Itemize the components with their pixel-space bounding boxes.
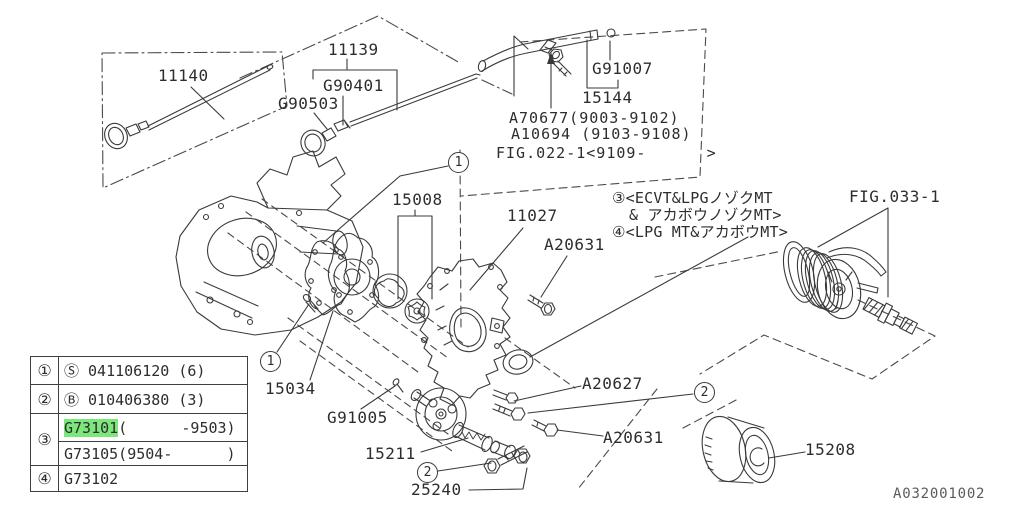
legend-callout-3: ③ bbox=[31, 414, 59, 465]
label-25240: 25240 bbox=[411, 480, 462, 499]
relief-bolt-drawing bbox=[483, 445, 528, 474]
pulley-fitting-drawing bbox=[862, 297, 919, 335]
label-11027: 11027 bbox=[507, 206, 558, 225]
label-a20631-lower: A20631 bbox=[603, 428, 664, 447]
dowel-pin-drawing bbox=[396, 383, 404, 393]
legend-part-3a-range: ( -9503) bbox=[118, 418, 236, 437]
cover-bolts-drawing bbox=[492, 294, 559, 437]
callout-2-relief: 2 bbox=[417, 462, 438, 483]
label-15211: 15211 bbox=[365, 444, 416, 463]
label-fig033: FIG.033-1 bbox=[849, 187, 941, 206]
pump-gasket-drawing bbox=[304, 240, 350, 316]
callout-2-bolt: 2 bbox=[694, 382, 715, 403]
rotor-set-drawing bbox=[372, 209, 433, 324]
label-15034: 15034 bbox=[265, 379, 316, 398]
callout-1-pump: 1 bbox=[260, 351, 281, 372]
filler-tube-drawing bbox=[477, 28, 616, 77]
bolt-a20631-lower-drawing bbox=[531, 419, 559, 437]
engine-block-drawing bbox=[175, 150, 364, 336]
label-15008: 15008 bbox=[392, 190, 443, 209]
leader-lines bbox=[190, 35, 889, 491]
legend-part-2: Ⓑ 010406380 (3) bbox=[64, 390, 206, 409]
legend-row-4: ④ G73102 bbox=[31, 466, 247, 491]
label-g90503: G90503 bbox=[278, 94, 339, 113]
label-a20627: A20627 bbox=[582, 374, 643, 393]
callout-1-screw: 1 bbox=[448, 152, 469, 173]
note-ecvt-lpg: ③<ECVT&LPGノゾクMT bbox=[612, 189, 773, 207]
timing-cover-drawing bbox=[392, 258, 511, 441]
oil-level-gauge-2-drawing bbox=[300, 73, 481, 157]
legend-row-2: ② Ⓑ 010406380 (3) bbox=[31, 385, 247, 414]
legend-callout-4: ④ bbox=[31, 466, 59, 491]
label-a10694: A10694 (9103-9108) bbox=[511, 125, 692, 143]
legend-row-1: ① Ⓢ 041106120 (6) bbox=[31, 357, 247, 385]
legend-table: ① Ⓢ 041106120 (6) ② Ⓑ 010406380 (3) ③ G7… bbox=[30, 356, 248, 492]
bolt-a20627-drawing bbox=[492, 389, 519, 404]
dashed-boundaries bbox=[101, 15, 936, 490]
label-11139: 11139 bbox=[328, 40, 379, 59]
label-a70677: A70677(9003-9102) bbox=[509, 109, 680, 127]
legend-callout-2: ② bbox=[31, 385, 59, 413]
crank-pulley-drawing bbox=[782, 241, 919, 335]
label-g91005: G91005 bbox=[327, 408, 388, 427]
bolt-callout2-drawing bbox=[492, 403, 526, 421]
legend-part-3b: G73105(9504- ) bbox=[64, 444, 236, 463]
pump-body-drawing bbox=[327, 232, 380, 323]
note-ecvt-lpg-2: & アカボウノゾクMT> bbox=[629, 206, 782, 224]
tube-plug-drawing bbox=[606, 28, 616, 38]
label-15144: 15144 bbox=[582, 88, 633, 107]
oil-filter-drawing bbox=[701, 415, 776, 484]
label-a20631-upper: A20631 bbox=[544, 235, 605, 254]
label-fig022: FIG.022-1<9109- > bbox=[496, 144, 717, 162]
legend-part-1: Ⓢ 041106120 (6) bbox=[64, 362, 206, 380]
label-g90401: G90401 bbox=[323, 76, 384, 95]
label-15208: 15208 bbox=[805, 440, 856, 459]
legend-callout-1: ① bbox=[31, 357, 59, 384]
relief-valve-drawing bbox=[452, 421, 531, 474]
note-lpg-mt: ④<LPG MT&アカボウMT> bbox=[612, 223, 788, 241]
oil-seal-drawing bbox=[502, 349, 534, 375]
bolt-a20631-upper-drawing bbox=[527, 294, 556, 316]
tube-bolt-drawing bbox=[548, 48, 572, 77]
rotor-set-bracket bbox=[397, 209, 433, 300]
oil-level-gauge-drawing bbox=[104, 64, 274, 150]
label-g91007: G91007 bbox=[592, 59, 653, 78]
drawing-code: A032001002 bbox=[893, 486, 986, 502]
legend-part-4: G73102 bbox=[64, 469, 119, 488]
label-11140: 11140 bbox=[158, 66, 209, 85]
legend-row-3: ③ G73101( -9503) G73105(9504- ) bbox=[31, 414, 247, 466]
legend-part-3a-highlighted[interactable]: G73101 bbox=[64, 418, 119, 437]
legend-part-3a: G73101( -9503) bbox=[59, 414, 247, 442]
